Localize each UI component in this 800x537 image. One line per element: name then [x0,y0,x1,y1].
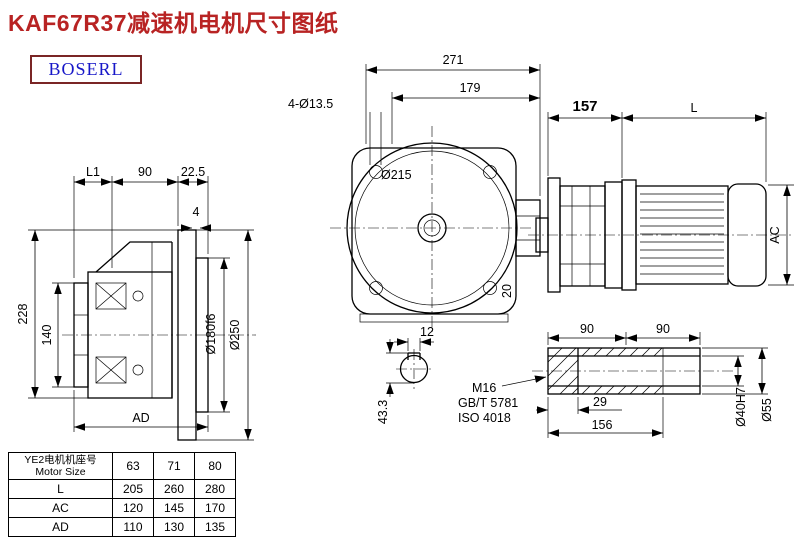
motor-size-header-en: Motor Size [35,466,86,478]
dim-90-right-label: 90 [656,322,670,336]
page-title: KAF67R37减速机电机尺寸图纸 [8,10,339,36]
table-row-AC: AC 120 145 170 [8,498,236,518]
motor-view [528,177,794,293]
dim-179-label: 179 [460,81,481,95]
table-row-L: L 205 260 280 [8,479,236,499]
value-L-80: 280 [194,479,236,499]
value-AC-63: 120 [112,498,154,518]
standard-gb-label: GB/T 5781 [458,396,518,410]
row-label-AC: AC [8,498,113,518]
spigot-dia-180-label: Ø180f6 [204,313,218,354]
dim-ac-label: AC [768,226,782,243]
side-view-dimensions: L1 90 22.5 4 228 140 AD Ø180f6 Ø250 [16,165,254,441]
value-AD-80: 135 [194,517,236,537]
frame-size-80: 80 [194,452,236,480]
value-L-71: 260 [153,479,195,499]
value-AD-63: 110 [112,517,154,537]
table-row-AD: AD 110 130 135 [8,517,236,537]
frame-size-71: 71 [153,452,195,480]
dim-keyway-width-label: 12 [420,325,434,339]
dim-156-label: 156 [592,418,613,432]
dim-90-top-label: 90 [138,165,152,179]
dim-90-left-label: 90 [580,322,594,336]
outer-dia-55-label: Ø55 [760,398,774,422]
row-label-L: L [8,479,113,499]
value-L-63: 205 [112,479,154,499]
bolt-holes-label: 4-Ø13.5 [288,97,333,111]
value-AD-71: 130 [153,517,195,537]
motor-size-header-cn: YE2电机机座号 [24,453,97,466]
output-shaft-dimensions: 90 90 M16 GB/T 5781 ISO 4018 29 156 Ø40H… [458,322,774,438]
frame-size-63: 63 [112,452,154,480]
dim-157-label: 157 [572,98,597,115]
front-view [330,126,541,334]
value-AC-80: 170 [194,498,236,518]
dim-l-label: L [691,101,698,115]
dim-22-5-label: 22.5 [181,165,205,179]
dim-20-label: 20 [500,284,514,298]
dim-4-label: 4 [193,205,200,219]
bore-dia-40-label: Ø40H7 [734,387,748,427]
row-label-AD: AD [8,517,113,537]
dim-140-label: 140 [40,325,54,346]
thread-m16-label: M16 [472,381,496,395]
boserl-logo: BOSERL [30,55,142,84]
bore-section-view: 12 43.3 [376,325,434,424]
dim-29-label: 29 [593,395,607,409]
standard-iso-label: ISO 4018 [458,411,511,425]
motor-size-table: YE2电机机座号 Motor Size 63 71 80 L 205 260 2… [8,452,236,537]
dim-keyway-depth-label: 43.3 [376,400,390,424]
table-header-row: YE2电机机座号 Motor Size 63 71 80 [8,452,236,480]
dim-228-label: 228 [16,304,30,325]
dim-271-label: 271 [443,53,464,67]
flange-dia-250-label: Ø250 [228,320,242,351]
dim-ad-label: AD [132,411,149,425]
dim-l1-label: L1 [86,165,100,179]
flange-dia-215-label: Ø215 [381,168,412,182]
motor-size-header-cell: YE2电机机座号 Motor Size [8,452,113,480]
front-view-dimensions: 271 179 4-Ø13.5 Ø215 20 [288,53,541,298]
motor-view-dimensions: 157 L AC [547,98,794,286]
value-AC-71: 145 [153,498,195,518]
output-shaft-view [532,347,733,395]
side-view [62,229,256,441]
boserl-logo-text: BOSERL [48,59,124,79]
